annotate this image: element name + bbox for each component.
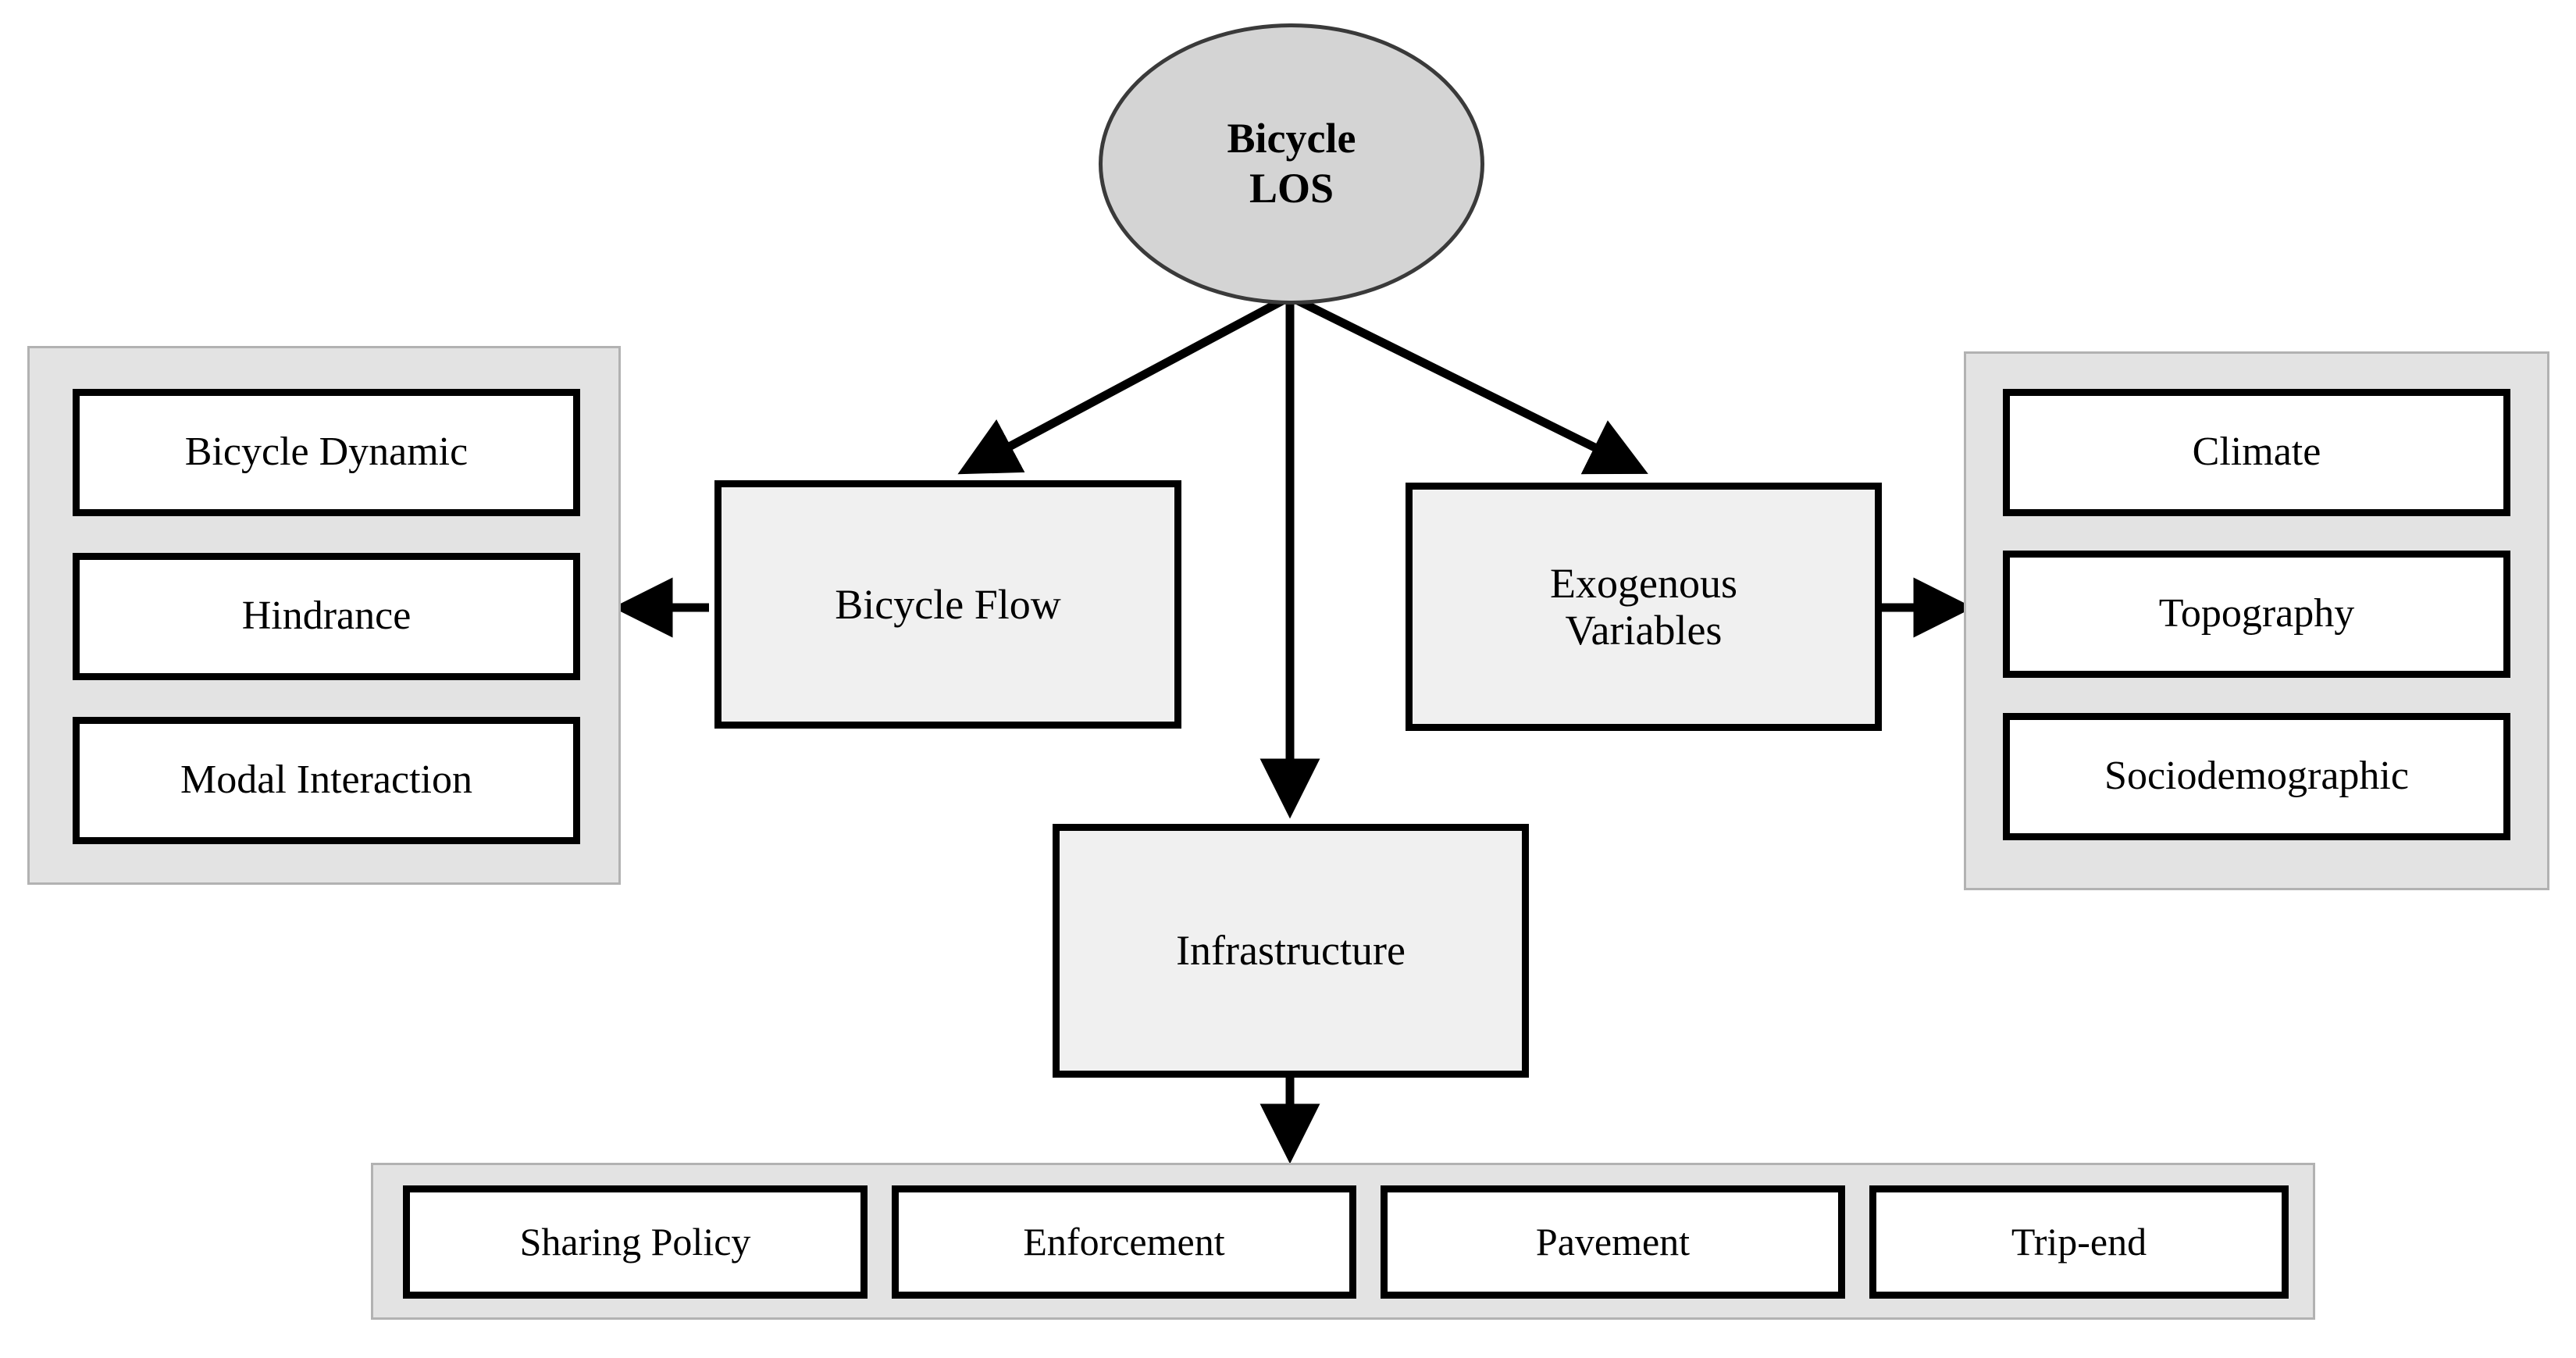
box-pavement[interactable]: Pavement <box>1381 1185 1845 1299</box>
root-node-bicycle-los[interactable]: Bicycle LOS <box>1099 23 1484 305</box>
panel-exogenous-variable-factors: Climate Topography Sociodemographic <box>1964 351 2549 890</box>
box-trip-end-label: Trip-end <box>2011 1220 2147 1264</box>
box-topography-label: Topography <box>2158 591 2355 636</box>
panel-infrastructure-factors: Sharing Policy Enforcement Pavement Trip… <box>371 1163 2315 1320</box>
box-modal-interaction[interactable]: Modal Interaction <box>73 717 580 844</box>
box-enforcement-label: Enforcement <box>1023 1220 1225 1264</box>
process-box-exogenous-variables-label-line2: Variables <box>1565 607 1723 654</box>
arrow-root-to-exogenous-variables <box>1291 294 1648 475</box>
box-climate[interactable]: Climate <box>2003 389 2510 516</box>
process-box-exogenous-variables[interactable]: Exogenous Variables <box>1406 483 1882 731</box>
box-sociodemographic-label: Sociodemographic <box>2104 754 2409 799</box>
root-node-label-line1: Bicycle <box>1227 115 1356 162</box>
root-node-label: Bicycle LOS <box>1227 114 1356 213</box>
process-box-infrastructure[interactable]: Infrastructure <box>1053 824 1529 1078</box>
arrow-root-to-bicycle-flow <box>957 294 1289 475</box>
process-box-bicycle-flow[interactable]: Bicycle Flow <box>714 480 1181 729</box>
panel-bicycle-flow-factors: Bicycle Dynamic Hindrance Modal Interact… <box>27 346 621 885</box>
box-sociodemographic[interactable]: Sociodemographic <box>2003 713 2510 840</box>
root-node-label-line2: LOS <box>1249 165 1334 212</box>
box-climate-label: Climate <box>2192 429 2321 475</box>
box-hindrance-label: Hindrance <box>241 593 412 639</box>
process-box-infrastructure-label: Infrastructure <box>1176 927 1406 975</box>
process-box-bicycle-flow-label: Bicycle Flow <box>835 580 1061 628</box>
box-sharing-policy[interactable]: Sharing Policy <box>403 1185 868 1299</box>
box-pavement-label: Pavement <box>1535 1220 1691 1264</box>
box-enforcement[interactable]: Enforcement <box>892 1185 1356 1299</box>
box-modal-interaction-label: Modal Interaction <box>180 757 472 803</box>
box-bicycle-dynamic-label: Bicycle Dynamic <box>184 429 469 475</box>
box-trip-end[interactable]: Trip-end <box>1869 1185 2289 1299</box>
box-sharing-policy-label: Sharing Policy <box>519 1220 751 1264</box>
process-box-exogenous-variables-label: Exogenous Variables <box>1550 560 1737 654</box>
box-topography[interactable]: Topography <box>2003 551 2510 678</box>
box-bicycle-dynamic[interactable]: Bicycle Dynamic <box>73 389 580 516</box>
process-box-exogenous-variables-label-line1: Exogenous <box>1550 559 1737 607</box>
box-hindrance[interactable]: Hindrance <box>73 553 580 680</box>
